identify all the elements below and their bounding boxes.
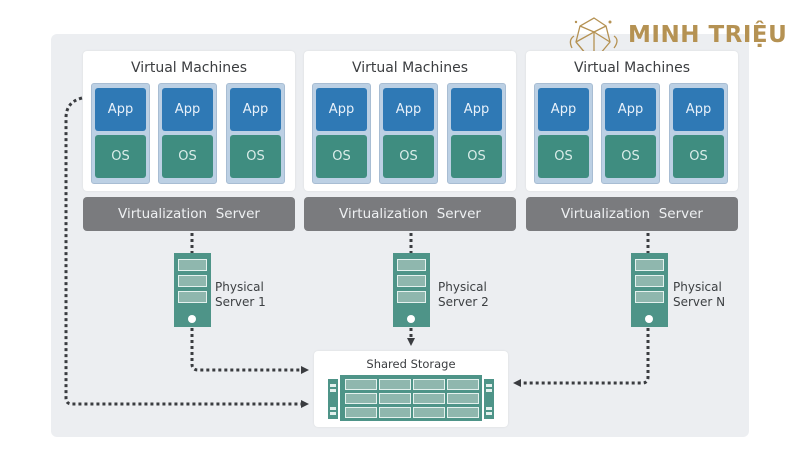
shared-storage: Shared Storage (314, 351, 508, 427)
os-block: OS (673, 135, 724, 178)
brand-name: MINH TRIỆU (628, 22, 788, 48)
vm-group-title: Virtual Machines (351, 60, 469, 76)
connector-vm-storage (64, 96, 309, 408)
app-block: App (316, 88, 367, 131)
os-block: OS (95, 135, 146, 178)
storage-rack-ear-left (328, 379, 338, 419)
server-label-line1: Physical (215, 280, 264, 294)
physical-server-n-icon (631, 253, 668, 327)
virtualization-server-2: Virtualization Server (304, 197, 516, 231)
vm-group-title: Virtual Machines (573, 60, 691, 76)
os-block: OS (451, 135, 502, 178)
virtual-machine: App OS (91, 83, 150, 184)
virtual-machine: App OS (601, 83, 660, 184)
virtualization-server-3: Virtualization Server (526, 197, 738, 231)
virtualization-server-1: Virtualization Server (83, 197, 295, 231)
os-block: OS (538, 135, 589, 178)
os-block: OS (316, 135, 367, 178)
shared-storage-title: Shared Storage (366, 357, 456, 371)
os-block: OS (162, 135, 213, 178)
physical-server-n-label: Physical Server N (673, 280, 725, 310)
server-label-line2: Server N (673, 295, 726, 309)
connector-server1-storage (190, 328, 309, 374)
app-block: App (95, 88, 146, 131)
physical-server-1-icon (174, 253, 211, 327)
os-block: OS (605, 135, 656, 178)
virtual-machine: App OS (158, 83, 217, 184)
virtual-machine: App OS (312, 83, 371, 184)
storage-array-icon (340, 375, 482, 421)
vm-group-1: Virtual Machines App OS App OS App OS (83, 51, 295, 191)
server-label-line2: Server 1 (215, 295, 266, 309)
connector-serverN-storage (513, 328, 650, 387)
vm-group-3: Virtual Machines App OS App OS App OS (526, 51, 738, 191)
app-block: App (673, 88, 724, 131)
app-block: App (451, 88, 502, 131)
virtual-machine: App OS (379, 83, 438, 184)
virtual-machine: App OS (669, 83, 728, 184)
server-label-line1: Physical (438, 280, 487, 294)
physical-server-1-label: Physical Server 1 (215, 280, 266, 310)
server-label-line2: Server 2 (438, 295, 489, 309)
app-block: App (230, 88, 281, 131)
storage-rack-ear-right (484, 379, 494, 419)
vm-group-2: Virtual Machines App OS App OS App OS (304, 51, 516, 191)
vm-group-title: Virtual Machines (130, 60, 248, 76)
app-block: App (162, 88, 213, 131)
physical-server-2-icon (393, 253, 430, 327)
os-block: OS (383, 135, 434, 178)
os-block: OS (230, 135, 281, 178)
app-block: App (383, 88, 434, 131)
app-block: App (538, 88, 589, 131)
virtual-machine: App OS (226, 83, 285, 184)
virtual-machine: App OS (534, 83, 593, 184)
physical-server-2-label: Physical Server 2 (438, 280, 489, 310)
app-block: App (605, 88, 656, 131)
virtual-machine: App OS (447, 83, 506, 184)
server-label-line1: Physical (673, 280, 722, 294)
